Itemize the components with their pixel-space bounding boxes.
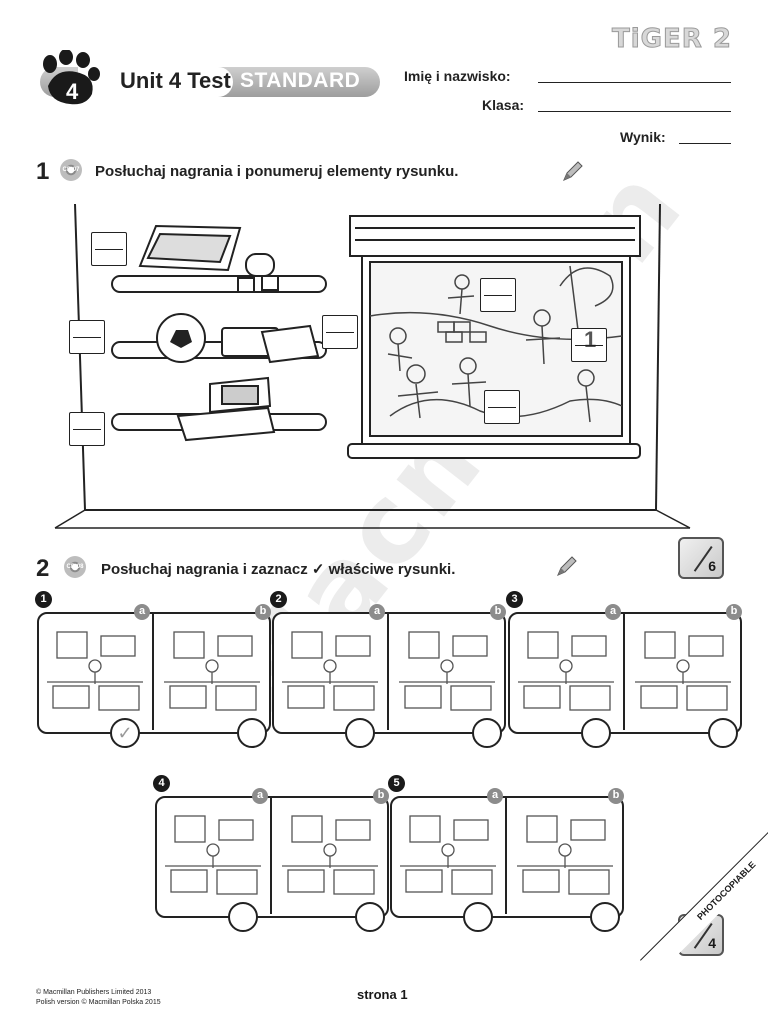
- option-a-badge: a: [252, 788, 268, 804]
- unit-number: 4: [66, 79, 79, 104]
- option-b-badge: b: [490, 604, 506, 620]
- tick-circle-a[interactable]: [463, 902, 493, 932]
- picture-divider: [152, 612, 154, 730]
- cd-icon: CD 08: [64, 556, 86, 578]
- class-label: Klasa:: [482, 97, 525, 113]
- answer-box-running-boys[interactable]: [484, 390, 520, 424]
- option-b-badge: b: [608, 788, 624, 804]
- exercise-1-instruction: Posłuchaj nagrania i ponumeruj elementy …: [95, 163, 459, 180]
- tick-circle-b[interactable]: [590, 902, 620, 932]
- answer-box-hopscotch[interactable]: [480, 278, 516, 312]
- pencil-icon: [557, 556, 577, 576]
- copyright-line-2: Polish version © Macmillan Polska 2015: [36, 999, 161, 1006]
- tick-circle-b[interactable]: [355, 902, 385, 932]
- picture-5-b: [517, 815, 613, 895]
- picture-1-b: [164, 631, 260, 711]
- exercise-2-max-score: 4: [708, 935, 716, 951]
- option-a-badge: a: [605, 604, 621, 620]
- picture-4-b: [282, 815, 378, 895]
- name-label: Imię i nazwisko:: [404, 68, 511, 84]
- cd-icon: CD 07: [60, 159, 82, 181]
- item-number-badge: 5: [388, 775, 405, 792]
- score-label: Wynik:: [620, 129, 666, 145]
- name-field[interactable]: [538, 82, 731, 83]
- picture-2-a: [282, 631, 378, 711]
- picture-3-a: [518, 631, 614, 711]
- tick-circle-a[interactable]: [581, 718, 611, 748]
- copyright-line-1: © Macmillan Publishers Limited 2013: [36, 989, 152, 996]
- tick-circle-a[interactable]: [345, 718, 375, 748]
- option-a-badge: a: [369, 604, 385, 620]
- picture-divider: [270, 796, 272, 914]
- unit-title: Unit 4 Test: [120, 68, 231, 93]
- answer-box-ball[interactable]: [69, 320, 105, 354]
- item-number-badge: 1: [35, 591, 52, 608]
- example-answer: 1: [584, 327, 597, 352]
- answer-box-cards[interactable]: [322, 315, 358, 349]
- option-b-badge: b: [373, 788, 389, 804]
- tick-circle-b[interactable]: [237, 718, 267, 748]
- option-b-badge: b: [726, 604, 742, 620]
- picture-divider: [387, 612, 389, 730]
- exercise-2-number: 2: [36, 555, 50, 582]
- score-field[interactable]: [679, 143, 731, 144]
- footer-copyright: © Macmillan Publishers Limited 2013 Poli…: [36, 988, 161, 1008]
- picture-divider: [623, 612, 625, 730]
- option-a-badge: a: [487, 788, 503, 804]
- picture-divider: [505, 796, 507, 914]
- answer-box-example[interactable]: 1: [571, 327, 607, 362]
- unit-banner-white: [78, 67, 233, 97]
- picture-3-b: [635, 631, 731, 711]
- picture-5-a: [400, 815, 496, 895]
- pencil-icon: [563, 161, 583, 181]
- tick-circle-a[interactable]: [228, 902, 258, 932]
- picture-1-a: [47, 631, 143, 711]
- item-number-badge: 3: [506, 591, 523, 608]
- picture-2-b: [399, 631, 495, 711]
- paw-icon: [43, 50, 100, 105]
- answer-box-console[interactable]: [69, 412, 105, 446]
- exercise-1-number: 1: [36, 158, 50, 185]
- exercise-2-instruction: Posłuchaj nagrania i zaznacz ✓ właściwe …: [101, 561, 456, 578]
- room-illustration: [54, 203, 691, 529]
- item-number-badge: 4: [153, 775, 170, 792]
- level-label: STANDARD: [240, 69, 361, 92]
- picture-4-a: [165, 815, 261, 895]
- exercise-1-max-score: 6: [708, 558, 716, 574]
- item-number-badge: 2: [270, 591, 287, 608]
- tick-circle-b[interactable]: [472, 718, 502, 748]
- option-b-badge: b: [255, 604, 271, 620]
- tiger-logo: TiGER 2: [612, 24, 732, 55]
- tick-circle-a[interactable]: ✓: [110, 718, 140, 748]
- option-a-badge: a: [134, 604, 150, 620]
- tick-circle-b[interactable]: [708, 718, 738, 748]
- exercise-1-score-box: 6: [678, 537, 724, 579]
- check-icon: ✓: [117, 723, 133, 743]
- answer-box-board-game[interactable]: [91, 232, 127, 266]
- class-field[interactable]: [538, 111, 731, 112]
- page-number: strona 1: [357, 987, 408, 1002]
